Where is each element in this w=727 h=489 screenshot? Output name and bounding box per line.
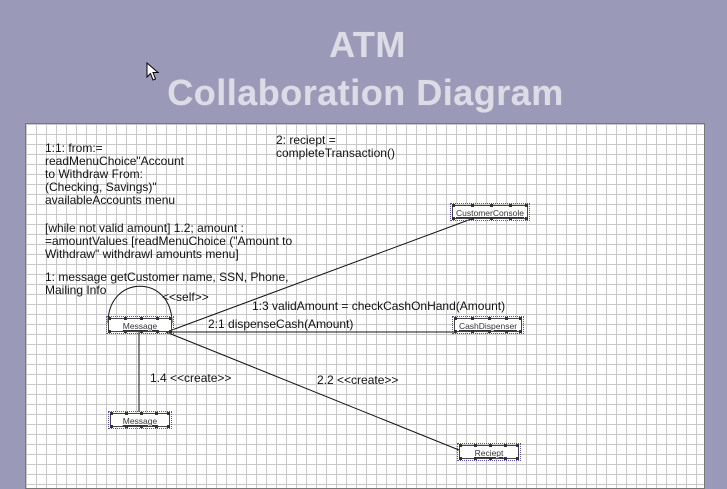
selection-handle[interactable]	[519, 317, 522, 320]
selection-handle[interactable]	[108, 317, 111, 320]
selection-handle[interactable]	[156, 317, 159, 320]
selection-handle[interactable]	[504, 444, 507, 447]
link-message-reciept	[165, 331, 460, 451]
message-label-1-3: 1:3 validAmount = checkCashOnHand(Amount…	[252, 299, 506, 313]
selection-handle[interactable]	[509, 217, 512, 220]
selection-handle[interactable]	[155, 425, 158, 428]
object-message-created[interactable]: Message	[108, 411, 172, 429]
selection-handle[interactable]	[488, 317, 491, 320]
selection-handle[interactable]	[519, 330, 522, 333]
message-label-1: 1: message getCustomer name, SSN, Phone,…	[45, 270, 289, 297]
link-message-customerconsole	[171, 217, 475, 331]
selection-handle[interactable]	[525, 217, 528, 220]
selection-handle[interactable]	[155, 412, 158, 415]
diagram-canvas[interactable]: 1:1: from:= readMenuChoice"Account to Wi…	[25, 123, 705, 489]
object-customer-console[interactable]: CustomerConsole	[450, 203, 530, 221]
selection-handle[interactable]	[489, 444, 492, 447]
selection-handle[interactable]	[125, 412, 128, 415]
object-reciept[interactable]: Reciept	[457, 443, 521, 461]
selection-handle[interactable]	[167, 412, 170, 415]
selection-handle[interactable]	[124, 330, 127, 333]
object-message-main-label: Message	[122, 321, 158, 331]
message-label-2: 2: reciept = completeTransaction()	[276, 133, 395, 160]
selection-handle[interactable]	[490, 217, 493, 220]
diagram-title-line1: ATM	[329, 24, 406, 65]
object-cash-dispenser[interactable]: CashDispenser	[452, 316, 524, 334]
selection-handle[interactable]	[474, 457, 477, 460]
selection-handle[interactable]	[110, 425, 113, 428]
selection-handle[interactable]	[516, 444, 519, 447]
selection-handle[interactable]	[156, 330, 159, 333]
selection-handle[interactable]	[459, 457, 462, 460]
selection-handle[interactable]	[488, 330, 491, 333]
selection-handle[interactable]	[169, 317, 172, 320]
selection-handle[interactable]	[454, 317, 457, 320]
selection-handle[interactable]	[474, 444, 477, 447]
mouse-pointer-icon	[146, 62, 160, 81]
selection-handle[interactable]	[125, 425, 128, 428]
selection-handle[interactable]	[454, 330, 457, 333]
message-label-1-4: 1.4 <<create>>	[150, 371, 232, 385]
selection-handle[interactable]	[471, 317, 474, 320]
selection-handle[interactable]	[516, 457, 519, 460]
selection-handle[interactable]	[490, 204, 493, 207]
selection-handle[interactable]	[140, 425, 143, 428]
selection-handle[interactable]	[471, 330, 474, 333]
selection-handle[interactable]	[108, 330, 111, 333]
message-label-1-2: [while not valid amount] 1.2; amount : =…	[45, 221, 293, 261]
connector-lines	[107, 217, 475, 451]
object-reciept-label: Reciept	[474, 448, 504, 458]
selection-handle[interactable]	[140, 330, 143, 333]
selection-handle[interactable]	[471, 217, 474, 220]
selection-handle[interactable]	[471, 204, 474, 207]
selection-handle[interactable]	[140, 317, 143, 320]
diagram-title-line2: Collaboration Diagram	[167, 72, 564, 113]
selection-handle[interactable]	[452, 217, 455, 220]
selection-handle[interactable]	[110, 412, 113, 415]
selection-handle[interactable]	[504, 457, 507, 460]
selection-handle[interactable]	[505, 330, 508, 333]
selection-handle[interactable]	[140, 412, 143, 415]
message-label-1-1: 1:1: from:= readMenuChoice"Account to Wi…	[45, 141, 185, 207]
selection-handle[interactable]	[167, 425, 170, 428]
selection-handle[interactable]	[525, 204, 528, 207]
object-message-created-label: Message	[122, 416, 158, 426]
selection-handle[interactable]	[169, 330, 172, 333]
message-label-2-2: 2.2 <<create>>	[317, 373, 399, 387]
selection-handle[interactable]	[509, 204, 512, 207]
message-label-2-1: 2:1 dispenseCash(Amount)	[208, 317, 354, 331]
object-customer-console-label: CustomerConsole	[455, 208, 525, 218]
message-label-self: <<self>>	[162, 290, 209, 304]
selection-handle[interactable]	[452, 204, 455, 207]
object-message-main[interactable]: Message	[106, 316, 174, 334]
selection-handle[interactable]	[459, 444, 462, 447]
selection-handle[interactable]	[505, 317, 508, 320]
selection-handle[interactable]	[124, 317, 127, 320]
self-loop	[107, 285, 173, 324]
object-cash-dispenser-label: CashDispenser	[458, 321, 518, 331]
selection-handle[interactable]	[489, 457, 492, 460]
